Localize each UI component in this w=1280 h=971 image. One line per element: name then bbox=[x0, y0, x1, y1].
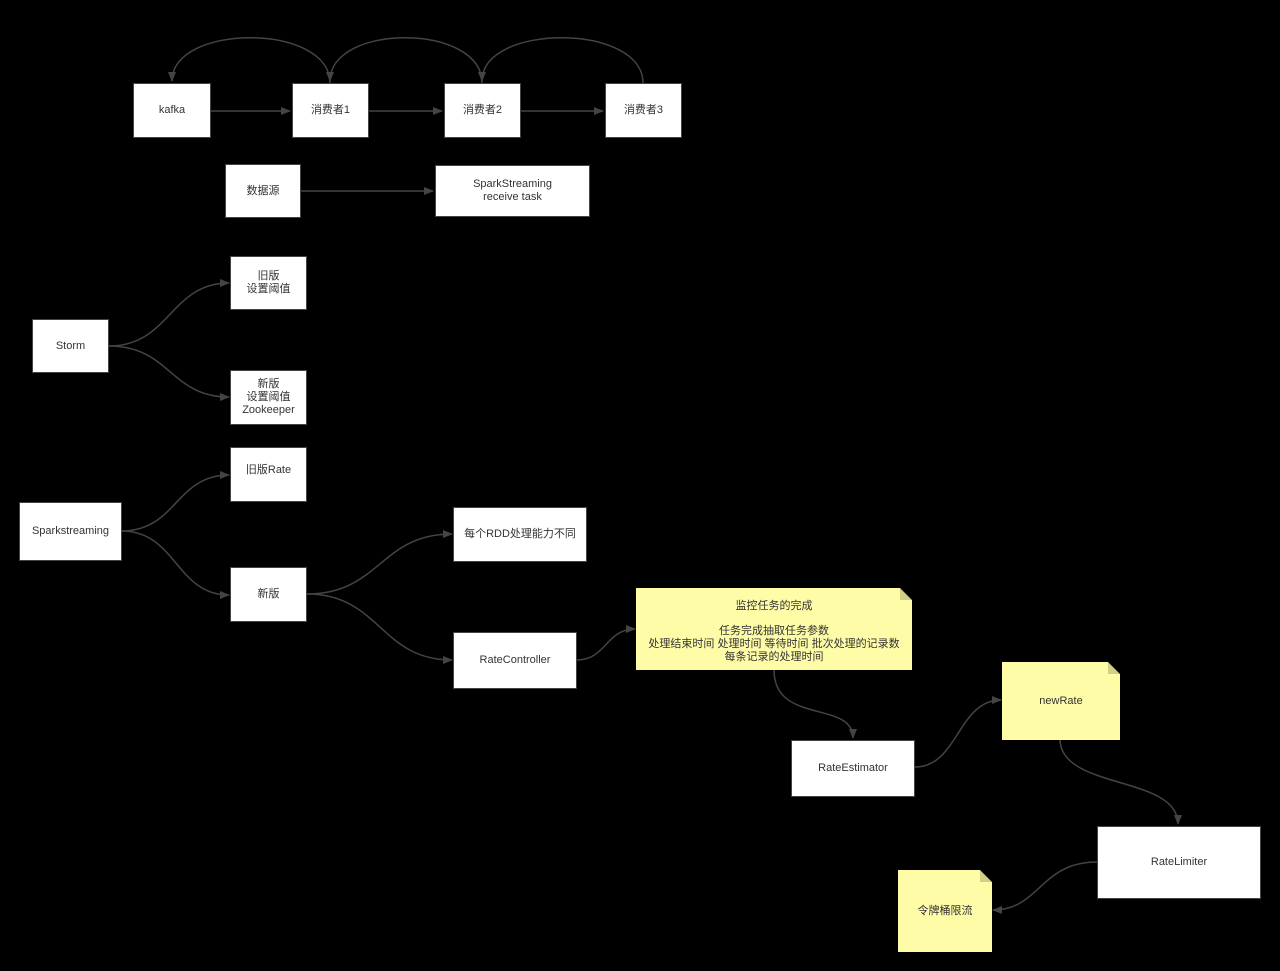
consumer2-label: 消费者2 bbox=[462, 104, 503, 116]
storm-new-line2: 设置阈值 bbox=[246, 391, 291, 403]
sparkstreaming-node[interactable]: Sparkstreaming bbox=[19, 502, 122, 561]
consumer2-node[interactable]: 消费者2 bbox=[444, 83, 521, 138]
monitor-note-title: 监控任务的完成 bbox=[735, 600, 813, 612]
edge-ratecontroller-monitor bbox=[576, 625, 636, 661]
spark-receive-node[interactable]: SparkStreaming receive task bbox=[435, 165, 590, 217]
kafka-label: kafka bbox=[158, 104, 186, 116]
rdd-capacity-label: 每个RDD处理能力不同 bbox=[464, 528, 576, 540]
monitor-note-line3: 每条记录的处理时间 bbox=[724, 651, 824, 663]
edge-new-ratecontroller bbox=[306, 593, 453, 664]
datasource-node[interactable]: 数据源 bbox=[225, 164, 301, 218]
spark-new-label: 新版 bbox=[257, 588, 280, 600]
storm-node[interactable]: Storm bbox=[32, 319, 109, 373]
edge-consumer1-kafka-arc bbox=[168, 37, 331, 84]
edge-storm-old bbox=[108, 279, 230, 347]
token-bucket-note[interactable]: 令牌桶限流 bbox=[898, 870, 992, 952]
spark-receive-line2: receive task bbox=[483, 191, 542, 203]
spark-old-node[interactable]: 旧版Rate bbox=[230, 447, 307, 502]
edge-spark-new bbox=[121, 530, 230, 599]
storm-label: Storm bbox=[55, 339, 86, 352]
rate-limiter-node[interactable]: RateLimiter bbox=[1097, 826, 1261, 899]
spark-new-node[interactable]: 新版 bbox=[230, 567, 307, 622]
storm-old-line1: 旧版 bbox=[257, 270, 280, 282]
rate-limiter-label: RateLimiter bbox=[1150, 856, 1208, 868]
edge-estimator-newrate bbox=[914, 696, 1002, 768]
storm-new-line1: 新版 bbox=[257, 378, 280, 390]
storm-new-node[interactable]: 新版 设置阈值 Zookeeper bbox=[230, 370, 307, 425]
rate-estimator-node[interactable]: RateEstimator bbox=[791, 740, 915, 797]
consumer1-node[interactable]: 消费者1 bbox=[292, 83, 369, 138]
edge-monitor-estimator bbox=[773, 669, 857, 739]
rate-estimator-label: RateEstimator bbox=[818, 762, 888, 774]
consumer3-node[interactable]: 消费者3 bbox=[605, 83, 682, 138]
edge-newrate-limiter bbox=[1059, 738, 1182, 825]
new-rate-note[interactable]: newRate bbox=[1002, 662, 1120, 740]
storm-new-line3: Zookeeper bbox=[242, 404, 295, 416]
edge-consumer2-consumer1-arc bbox=[326, 37, 483, 84]
edge-consumer3-consumer2-arc bbox=[478, 37, 644, 84]
edge-new-rdd bbox=[306, 530, 453, 595]
rate-controller-node[interactable]: RateController bbox=[453, 632, 577, 689]
rate-controller-label: RateController bbox=[479, 654, 551, 666]
edge-limiter-token-bucket bbox=[992, 861, 1098, 914]
monitor-note[interactable]: 监控任务的完成 任务完成抽取任务参数 处理结束时间 处理时间 等待时间 批次处理… bbox=[636, 588, 912, 670]
spark-old-label: 旧版Rate bbox=[245, 464, 292, 476]
rdd-capacity-node[interactable]: 每个RDD处理能力不同 bbox=[453, 507, 587, 562]
monitor-note-line1: 任务完成抽取任务参数 bbox=[719, 625, 829, 637]
storm-old-line2: 设置阈值 bbox=[246, 283, 291, 295]
edge-storm-new bbox=[108, 345, 230, 401]
spark-receive-line1: SparkStreaming bbox=[473, 178, 552, 190]
token-bucket-label: 令牌桶限流 bbox=[917, 904, 973, 917]
kafka-node[interactable]: kafka bbox=[133, 83, 211, 138]
storm-old-node[interactable]: 旧版 设置阈值 bbox=[230, 256, 307, 310]
edge-spark-old bbox=[121, 471, 230, 532]
new-rate-label: newRate bbox=[1039, 694, 1083, 707]
sparkstreaming-label: Sparkstreaming bbox=[31, 525, 110, 537]
consumer3-label: 消费者3 bbox=[623, 104, 664, 116]
datasource-label: 数据源 bbox=[246, 184, 280, 197]
monitor-note-line2: 处理结束时间 处理时间 等待时间 批次处理的记录数 bbox=[648, 638, 900, 650]
consumer1-label: 消费者1 bbox=[310, 104, 351, 116]
